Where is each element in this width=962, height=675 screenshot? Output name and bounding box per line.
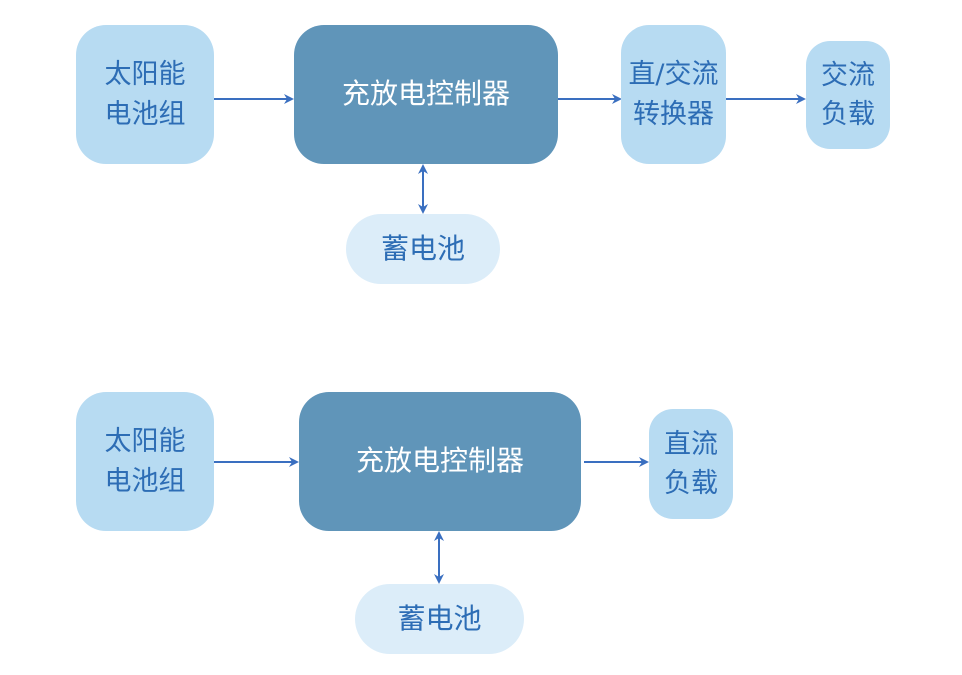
ac-load-node: 交流 负载 <box>806 41 890 149</box>
ac-battery-node: 蓄电池 <box>346 214 500 284</box>
dc-controller-node: 充放电控制器 <box>299 392 581 531</box>
ac-solar-array-node: 太阳能 电池组 <box>76 25 214 164</box>
inverter-node: 直/交流 转换器 <box>621 25 726 164</box>
dc-battery-node: 蓄电池 <box>355 584 524 654</box>
ac-controller-node: 充放电控制器 <box>294 25 558 164</box>
dc-load-node: 直流 负载 <box>649 409 733 519</box>
dc-solar-array-node: 太阳能 电池组 <box>76 392 214 531</box>
